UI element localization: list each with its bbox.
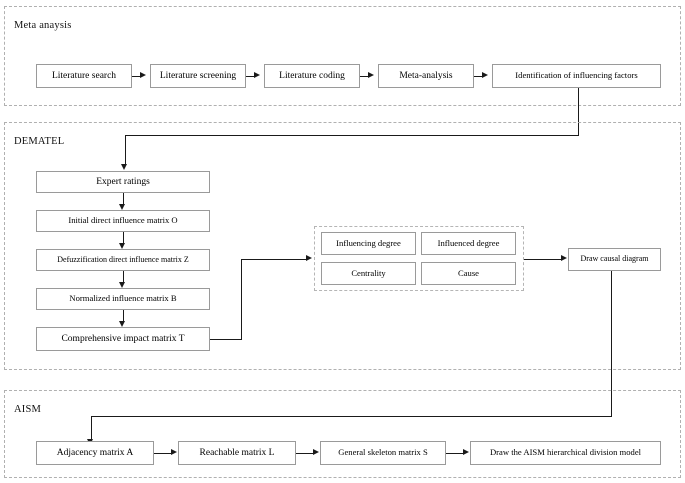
section-dematel: [4, 122, 681, 370]
arrow-aism-1: [171, 449, 177, 456]
node-initial-direct-influence-matrix-o[interactable]: Initial direct influence matrix O: [36, 210, 210, 232]
node-adjacency-matrix-a[interactable]: Adjacency matrix A: [36, 441, 154, 465]
section-meta-analysis: [4, 6, 681, 106]
section-label-meta-analysis: Meta anaysis: [14, 20, 72, 31]
arrow-into-causal-diagram: [561, 255, 567, 262]
connector-causal-to-aism-v2: [91, 416, 92, 439]
node-identification-of-influencing-factors[interactable]: Identification of influencing factors: [492, 64, 661, 88]
connector-meta-2: [246, 76, 255, 77]
connector-dematel-1: [123, 193, 124, 204]
connector-indicators-to-causal: [524, 259, 561, 260]
arrow-dematel-4: [119, 321, 126, 327]
connector-meta-3: [360, 76, 369, 77]
connector-aism-1: [154, 453, 172, 454]
arrow-meta-2: [254, 72, 260, 79]
arrow-dematel-3: [119, 282, 126, 288]
node-cause[interactable]: Cause: [421, 262, 516, 285]
node-defuzzification-direct-influence-matrix-z[interactable]: Defuzzification direct influence matrix …: [36, 249, 210, 271]
connector-t-to-indicators-h2: [241, 259, 307, 260]
arrow-meta-1: [140, 72, 146, 79]
node-general-skeleton-matrix-s[interactable]: General skeleton matrix S: [320, 441, 446, 465]
connector-aism-3: [446, 453, 464, 454]
connector-t-to-indicators-v: [241, 259, 242, 340]
connector-causal-to-aism-h: [91, 416, 612, 417]
arrow-into-indicators: [306, 255, 312, 262]
node-draw-causal-diagram[interactable]: Draw causal diagram: [568, 248, 661, 271]
arrow-meta-3: [368, 72, 374, 79]
node-literature-coding[interactable]: Literature coding: [264, 64, 360, 88]
node-normalized-influence-matrix-b[interactable]: Normalized influence matrix B: [36, 288, 210, 310]
connector-meta-to-dematel-h: [125, 135, 579, 136]
group-dematel-indicators: [314, 226, 524, 291]
connector-causal-to-aism-v1: [611, 271, 612, 416]
connector-meta-to-dematel-v1: [578, 88, 579, 135]
node-literature-screening[interactable]: Literature screening: [150, 64, 246, 88]
connector-dematel-4: [123, 310, 124, 321]
connector-aism-2: [296, 453, 314, 454]
arrow-aism-3: [463, 449, 469, 456]
connector-dematel-3: [123, 271, 124, 282]
node-influenced-degree[interactable]: Influenced degree: [421, 232, 516, 255]
connector-t-to-indicators-h1: [210, 339, 242, 340]
node-comprehensive-impact-matrix-t[interactable]: Comprehensive impact matrix T: [36, 327, 210, 351]
node-centrality[interactable]: Centrality: [321, 262, 416, 285]
connector-dematel-2: [123, 232, 124, 243]
arrow-meta-4: [482, 72, 488, 79]
section-label-aism: AISM: [14, 404, 42, 415]
section-aism: [4, 390, 681, 478]
arrow-aism-2: [313, 449, 319, 456]
connector-meta-4: [474, 76, 483, 77]
connector-meta-1: [132, 76, 141, 77]
section-label-dematel: DEMATEL: [14, 136, 65, 147]
node-reachable-matrix-l[interactable]: Reachable matrix L: [178, 441, 296, 465]
node-draw-aism-hierarchical-division-model[interactable]: Draw the AISM hierarchical division mode…: [470, 441, 661, 465]
arrow-dematel-1: [119, 204, 126, 210]
arrow-dematel-2: [119, 243, 126, 249]
node-influencing-degree[interactable]: Influencing degree: [321, 232, 416, 255]
connector-meta-to-dematel-v2: [125, 135, 126, 164]
arrow-into-expert-ratings: [121, 164, 128, 170]
node-expert-ratings[interactable]: Expert ratings: [36, 171, 210, 193]
node-literature-search[interactable]: Literature search: [36, 64, 132, 88]
node-meta-analysis[interactable]: Meta-analysis: [378, 64, 474, 88]
